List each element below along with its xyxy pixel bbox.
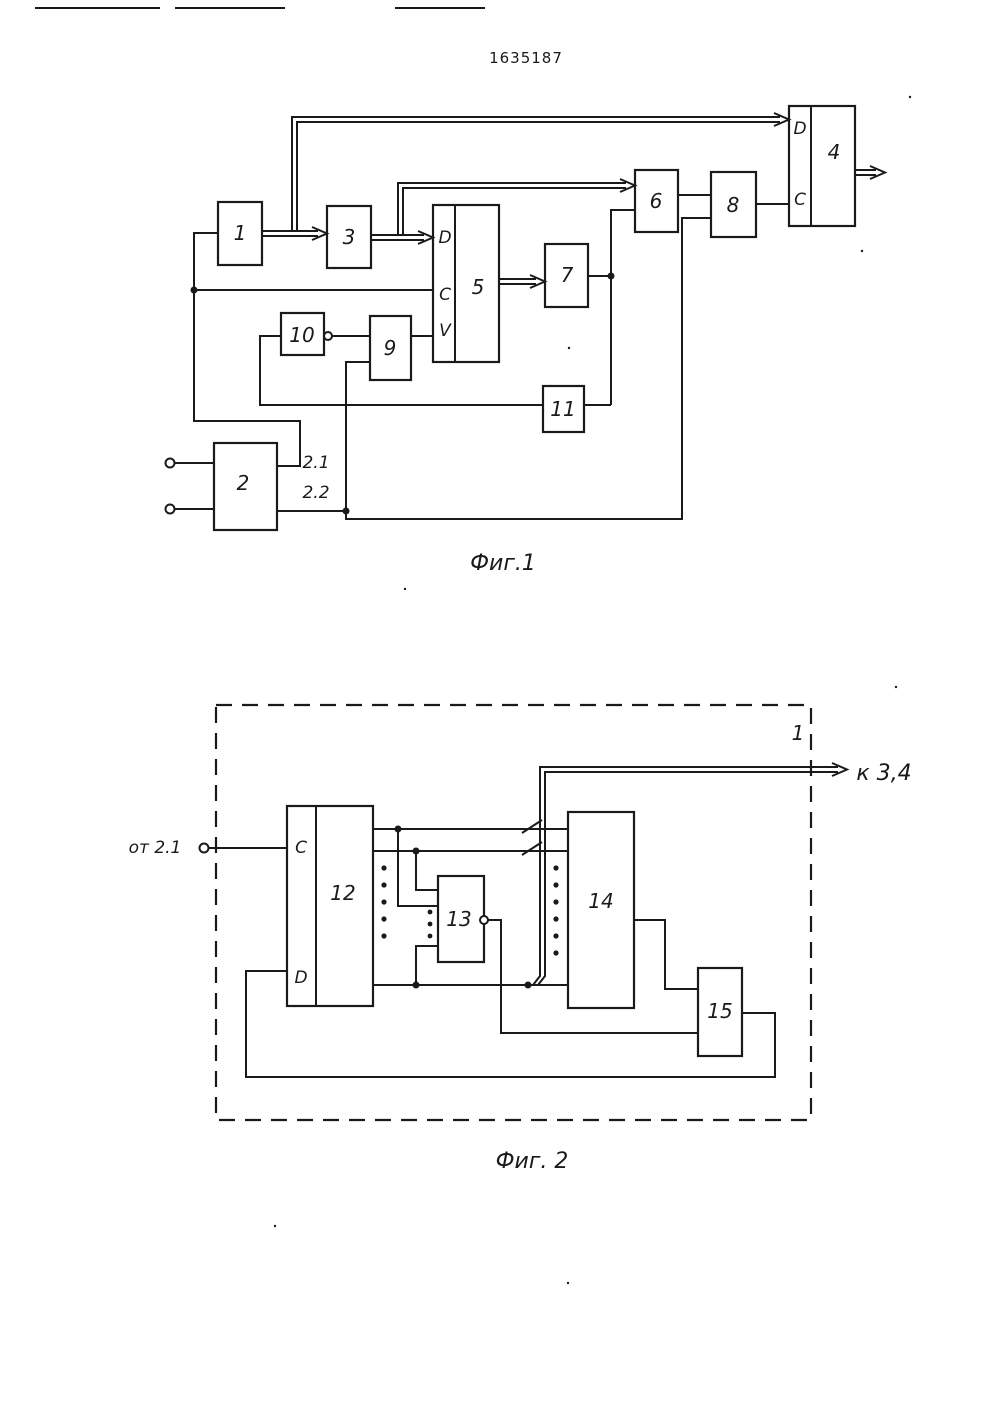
input-terminal-1 [166, 459, 175, 468]
figure-1-caption: Фиг.1 [470, 551, 536, 576]
block-12-pin-d: D [294, 968, 307, 988]
frame-label: 1 [792, 721, 805, 745]
block-2-label: 2 [237, 471, 250, 495]
block-3-label: 3 [343, 225, 356, 249]
block-8-label: 8 [727, 193, 740, 217]
block-5-pin-d: D [438, 228, 451, 248]
block-9-label: 9 [384, 336, 397, 360]
output-label: к 3,4 [856, 761, 911, 786]
patent-number: 1635187 [489, 49, 563, 67]
block-1-label: 1 [234, 221, 247, 245]
block-10-inverter-bubble [324, 332, 332, 340]
block-4-pin-d: D [793, 119, 806, 139]
block-4-label: 4 [828, 140, 841, 164]
block-13-inverter-bubble [480, 916, 488, 924]
block-14-label: 14 [588, 889, 613, 913]
bus-1-to-3 [262, 227, 327, 240]
figure-1: 1 3 5 7 6 8 4 10 9 11 2 D C D C V 2.1 2.… [166, 106, 886, 576]
block-15-label: 15 [707, 999, 732, 1023]
junction-dots-fig1 [191, 273, 615, 515]
block-7-label: 7 [561, 263, 574, 287]
input-terminal-2 [166, 505, 175, 514]
figure-2-caption: Фиг. 2 [496, 1149, 569, 1174]
block-5-label: 5 [472, 275, 485, 299]
block-13-label: 13 [446, 907, 471, 931]
block-12-pin-c: C [295, 838, 307, 858]
bus-5-to-7 [499, 275, 545, 288]
input-label: от 2.1 [129, 838, 182, 858]
wires-fig2 [246, 763, 847, 1077]
block-5-pin-v: V [439, 321, 452, 341]
input-terminal [200, 844, 209, 853]
figure-2: 1 12 13 14 15 C D от 2.1 [129, 705, 912, 1174]
block-12-label: 12 [330, 881, 355, 905]
bus-4-output [855, 166, 885, 179]
block-11-label: 11 [550, 397, 575, 421]
block-6-label: 6 [650, 189, 663, 213]
block-2-output-2-2: 2.2 [302, 483, 329, 503]
block-2-output-2-1: 2.1 [302, 453, 329, 473]
block-4-pin-c: C [794, 190, 806, 210]
block-10-label: 10 [289, 323, 314, 347]
wires-fig1 [174, 195, 789, 519]
block-5-pin-c: C [439, 285, 451, 305]
scan-specks [274, 96, 911, 1284]
